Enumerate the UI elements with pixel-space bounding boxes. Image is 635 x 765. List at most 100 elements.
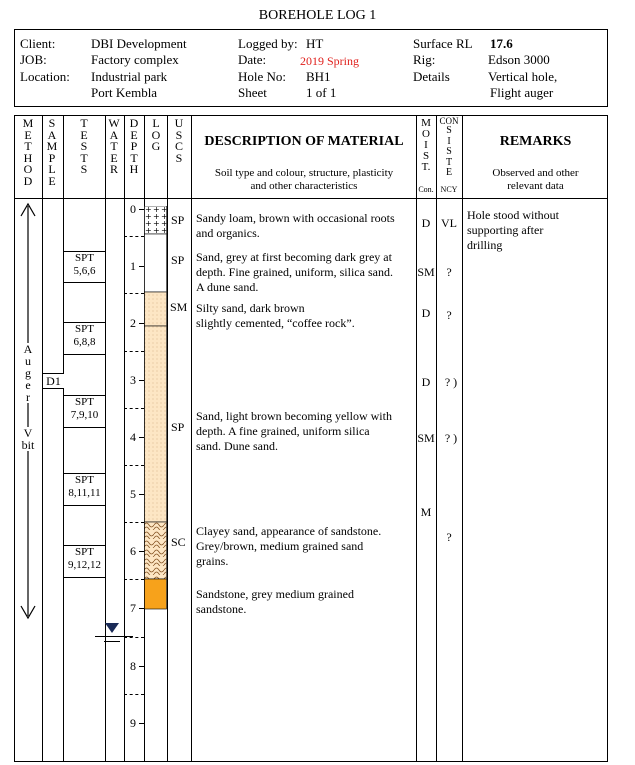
desc-line: A dune sand.: [196, 280, 259, 294]
description-title: DESCRIPTION OF MATERIAL: [204, 134, 404, 149]
moist-layer-4: SM: [417, 431, 435, 445]
col-line-3: [105, 115, 106, 762]
header-letter: g: [25, 366, 31, 380]
consist-layer-3: ?: [446, 308, 452, 322]
layer-clayey-sand: [144, 521, 167, 580]
header-letter: E: [80, 127, 88, 142]
depth-7: 7: [130, 601, 136, 615]
header-letter: C: [174, 139, 183, 153]
soil-log-graphic: +: [144, 206, 167, 610]
header-letter: S: [80, 139, 88, 153]
header-letter: T: [80, 150, 88, 165]
depth-tick: [139, 551, 144, 552]
method-v-text: V: [19, 427, 37, 439]
layer-sand-grey: [144, 233, 167, 293]
header-letter: I: [424, 139, 428, 151]
remarks-sub-2: relevant data: [507, 180, 564, 192]
log-title: BOREHOLE LOG 1: [258, 8, 377, 23]
header-letter: e: [25, 378, 31, 392]
consist-layer-1: VL: [441, 216, 457, 230]
depth-tick: [139, 266, 144, 267]
moist-layer-1: D: [421, 216, 431, 230]
desc-line: depth. A fine grained, uniform silica: [196, 424, 370, 438]
header-letter: L: [152, 116, 160, 130]
header-letter: O: [422, 128, 430, 140]
header-letter: A: [47, 127, 57, 142]
hole-label: Hole No:: [238, 69, 287, 84]
rig-value: Edson 3000: [488, 52, 550, 67]
desc-line: sandstone.: [196, 602, 247, 616]
consist-q-depth3: ? ): [444, 375, 458, 389]
details-value: Vertical hole,: [488, 69, 558, 84]
header-letter: D: [129, 116, 139, 130]
header-letter: T: [445, 156, 453, 168]
col-line-2: [63, 115, 64, 762]
spt-value: 8,11,11: [68, 487, 101, 499]
surface-label: Surface RL: [413, 36, 473, 51]
header-divider: [14, 198, 608, 199]
depth-4: 4: [130, 430, 136, 444]
consist-layer-4: ? ): [444, 431, 458, 445]
header-letter: S: [175, 150, 183, 165]
header-letter: S: [175, 127, 183, 142]
method-bit-text: bit: [15, 439, 41, 451]
uscs-layer-5: SC: [171, 535, 186, 549]
date-value: 2019 Spring: [300, 54, 360, 68]
header-letter: G: [151, 139, 161, 153]
depth-dash: [124, 236, 144, 237]
spt-value: 7,9,10: [70, 409, 99, 421]
auger-arrow-icon: [20, 202, 36, 620]
hole-value: BH1: [306, 69, 331, 84]
spt-label: SPT: [75, 396, 94, 408]
spt-value: 9,12,12: [68, 559, 101, 571]
header-letter: W: [108, 116, 120, 130]
uscs-layer-1: SP: [171, 213, 185, 227]
col-line-4: [124, 115, 125, 762]
header-letter: H: [23, 150, 33, 165]
desc-line: Sandy loam, brown with occasional roots: [196, 211, 395, 225]
header-letter: O: [23, 162, 33, 176]
location-label: Location:: [20, 69, 70, 84]
header-moist-sub: Con.: [418, 185, 434, 194]
desc-line: sand. Dune sand.: [196, 439, 278, 453]
depth-9: 9: [130, 716, 136, 730]
desc-line: Clayey sand, appearance of sandstone.: [196, 524, 382, 538]
desc-line: Sandstone, grey medium grained: [196, 587, 354, 601]
client-label: Client:: [20, 36, 56, 51]
depth-tick: [139, 608, 144, 609]
layer-sand-light: [144, 325, 167, 523]
header-consist-sub: NCY: [440, 185, 458, 194]
depth-tick: [139, 437, 144, 438]
depth-dash: [124, 293, 144, 294]
header-letter: S: [48, 116, 56, 130]
spt-value: 6,8,8: [73, 336, 96, 348]
sample-d1: D1: [42, 373, 64, 389]
header-letter: E: [24, 127, 32, 142]
desc-line: Grey/brown, medium grained sand: [196, 539, 364, 553]
depth-6: 6: [130, 544, 136, 558]
desc-layer-2: Sand, grey at first becoming dark grey a…: [196, 250, 393, 295]
header-letter: T: [24, 139, 32, 153]
details-label: Details: [413, 69, 450, 84]
moist-d-depth3: D: [421, 375, 431, 389]
spt-label: SPT: [75, 323, 94, 335]
layer-topsoil: [144, 206, 167, 235]
description-sub-2: and other characteristics: [250, 180, 358, 192]
details-value-2: Flight auger: [490, 85, 554, 100]
remarks-line: supporting after: [467, 223, 544, 237]
depth-dash: [124, 351, 144, 352]
uscs-layer-2: SP: [171, 253, 185, 267]
header-letter: E: [110, 150, 118, 165]
depth-0: 0: [130, 202, 136, 216]
header-letter: L: [48, 162, 56, 176]
